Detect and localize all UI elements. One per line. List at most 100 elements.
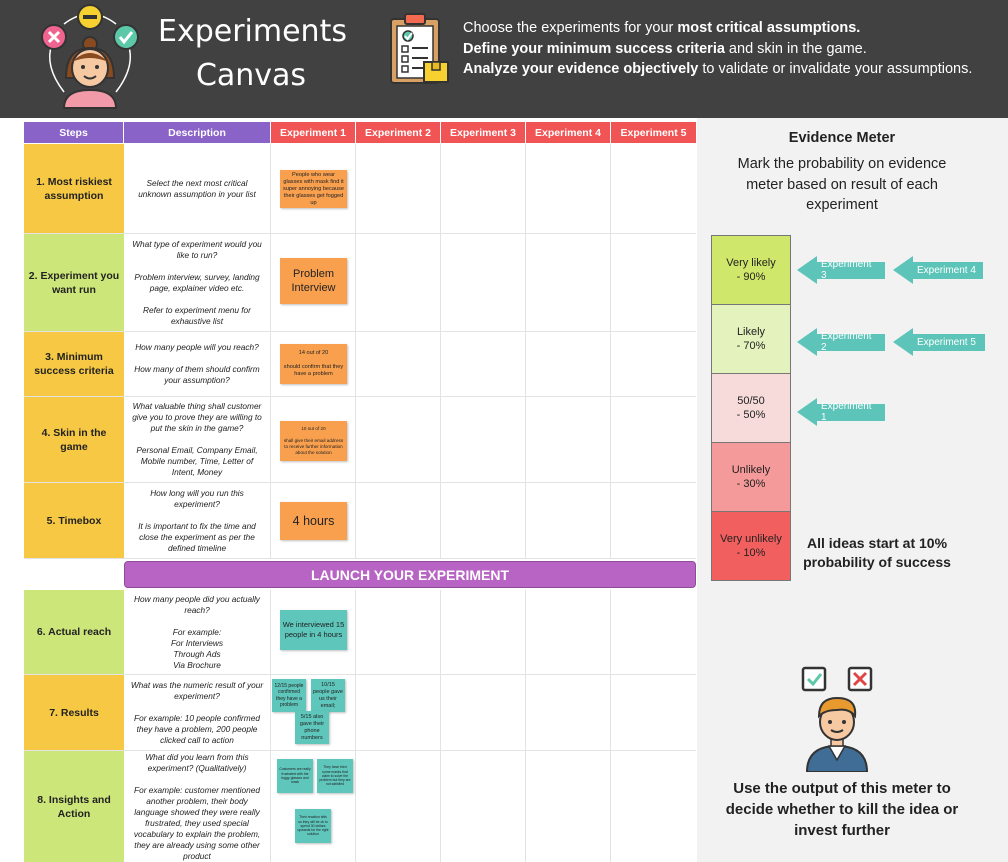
meter-level-50-50[interactable]: 50/50 - 50% xyxy=(711,373,791,443)
arrow-experiment-5[interactable]: Experiment 5 xyxy=(893,328,985,356)
meter-level-very-unlikely[interactable]: Very unlikely - 10% xyxy=(711,511,791,581)
experiment-1-cell[interactable]: 14 out of 20 should confirm that they ha… xyxy=(271,332,356,396)
instruction-line-1: Choose the experiments for your most cri… xyxy=(463,20,861,36)
experiment-2-cell[interactable] xyxy=(356,234,441,331)
sticky-note[interactable]: 4 hours xyxy=(280,502,347,540)
arrow-label: Experiment 3 xyxy=(817,259,885,281)
sticky-note[interactable]: Their reaction tells us they will be ok … xyxy=(295,809,331,843)
experiment-2-cell[interactable] xyxy=(356,590,441,674)
experiment-2-cell[interactable] xyxy=(356,483,441,558)
experiment-5-cell[interactable] xyxy=(611,234,696,331)
evidence-meter-subtitle: Mark the probability on evidence meter b… xyxy=(737,156,947,213)
arrow-head xyxy=(797,398,817,426)
table-row: 1. Most riskiest assumption Select the n… xyxy=(24,144,696,234)
sticky-note[interactable]: 14 out of 20 should confirm that they ha… xyxy=(280,344,347,384)
table-row: 8. Insights and Action What did you lear… xyxy=(24,751,696,862)
experiment-3-cell[interactable] xyxy=(441,590,526,674)
arrow-experiment-2[interactable]: Experiment 2 xyxy=(797,328,885,356)
experiment-3-cell[interactable] xyxy=(441,751,526,862)
experiment-3-cell[interactable] xyxy=(441,397,526,482)
experiment-4-cell[interactable] xyxy=(526,144,611,233)
sticky-note[interactable]: 5/15 also gave their phone numbers xyxy=(295,711,329,744)
sticky-note[interactable]: Problem Interview xyxy=(280,258,347,304)
arrow-experiment-3[interactable]: Experiment 3 xyxy=(797,256,885,284)
header-banner: Experiments Canvas Choose the experiment… xyxy=(0,0,1008,118)
experiment-5-cell[interactable] xyxy=(611,483,696,558)
experiment-1-cell[interactable]: Customers are really frustrated with the… xyxy=(271,751,356,862)
title-line-2: Canvas xyxy=(195,58,307,93)
experiment-1-cell[interactable]: 10 out of 20 shall give their email addr… xyxy=(271,397,356,482)
experiment-3-cell[interactable] xyxy=(441,332,526,396)
step-label: 8. Insights and Action xyxy=(24,751,124,862)
experiment-2-cell[interactable] xyxy=(356,675,441,750)
sticky-note[interactable]: 12/15 people confirmed they have a probl… xyxy=(272,679,306,712)
experiment-4-cell[interactable] xyxy=(526,675,611,750)
experiment-2-cell[interactable] xyxy=(356,144,441,233)
meter-level-likely[interactable]: Likely - 70% xyxy=(711,304,791,374)
decision-person-icon xyxy=(801,666,873,772)
experiment-4-cell[interactable] xyxy=(526,397,611,482)
experiment-1-cell[interactable]: 4 hours xyxy=(271,483,356,558)
experiment-2-cell[interactable] xyxy=(356,332,441,396)
experiment-3-cell[interactable] xyxy=(441,234,526,331)
table-row: 4. Skin in the game What valuable thing … xyxy=(24,397,696,483)
sticky-note[interactable]: They have tried some masks that claim to… xyxy=(317,759,353,793)
step-description: How long will you run this experiment? I… xyxy=(124,483,271,558)
sticky-note[interactable]: Customers are really frustrated with the… xyxy=(277,759,313,793)
header-experiment-2: Experiment 2 xyxy=(356,122,441,143)
canvas-title: Experiments Canvas xyxy=(158,10,347,98)
table-row: 5. Timebox How long will you run this ex… xyxy=(24,483,696,559)
title-line-1: Experiments xyxy=(158,14,347,49)
arrow-head xyxy=(893,256,913,284)
experiment-5-cell[interactable] xyxy=(611,675,696,750)
instruction-line-2: Define your minimum success criteria and… xyxy=(463,40,867,57)
experiment-1-cell[interactable]: We interviewed 15 people in 4 hours xyxy=(271,590,356,674)
experiment-5-cell[interactable] xyxy=(611,590,696,674)
sticky-note[interactable]: 10/15 people gave us their email; xyxy=(311,679,345,712)
step-label: 4. Skin in the game xyxy=(24,397,124,482)
experiment-1-cell[interactable]: People who wear glasses with mask find i… xyxy=(271,144,356,233)
header-steps: Steps xyxy=(24,122,124,143)
step-description: What type of experiment would you like t… xyxy=(124,234,271,331)
sticky-note[interactable]: We interviewed 15 people in 4 hours xyxy=(280,610,347,650)
experiment-2-cell[interactable] xyxy=(356,751,441,862)
sticky-note[interactable]: 10 out of 20 shall give their email addr… xyxy=(280,421,347,461)
table-row: 2. Experiment you want run What type of … xyxy=(24,234,696,332)
header-description: Description xyxy=(124,122,271,143)
header-experiment-1: Experiment 1 xyxy=(271,122,356,143)
experiment-4-cell[interactable] xyxy=(526,751,611,862)
step-label: 5. Timebox xyxy=(24,483,124,558)
experiment-4-cell[interactable] xyxy=(526,590,611,674)
experiment-5-cell[interactable] xyxy=(611,751,696,862)
experiment-3-cell[interactable] xyxy=(441,144,526,233)
arrow-head xyxy=(797,256,817,284)
experiment-4-cell[interactable] xyxy=(526,234,611,331)
experiment-3-cell[interactable] xyxy=(441,675,526,750)
arrow-experiment-1[interactable]: Experiment 1 xyxy=(797,398,885,426)
evidence-meter: Very likely - 90% Likely - 70% 50/50 - 5… xyxy=(711,235,791,581)
experiment-5-cell[interactable] xyxy=(611,144,696,233)
meter-level-unlikely[interactable]: Unlikely - 30% xyxy=(711,442,791,512)
table-row: 6. Actual reach How many people did you … xyxy=(24,590,696,675)
arrow-experiment-4[interactable]: Experiment 4 xyxy=(893,256,983,284)
experiment-5-cell[interactable] xyxy=(611,332,696,396)
evidence-meter-title: Evidence Meter xyxy=(788,130,896,146)
arrow-label: Experiment 1 xyxy=(817,401,885,423)
step-description: Select the next most critical unknown as… xyxy=(124,144,271,233)
experiment-4-cell[interactable] xyxy=(526,483,611,558)
instruction-line-3: Analyze your evidence objectively to val… xyxy=(463,61,973,77)
table-row: 7. Results What was the numeric result o… xyxy=(24,675,696,751)
experiment-5-cell[interactable] xyxy=(611,397,696,482)
experiment-2-cell[interactable] xyxy=(356,397,441,482)
experiment-1-cell[interactable]: Problem Interview xyxy=(271,234,356,331)
step-description: What was the numeric result of your expe… xyxy=(124,675,271,750)
experiment-3-cell[interactable] xyxy=(441,483,526,558)
step-label: 7. Results xyxy=(24,675,124,750)
experiment-4-cell[interactable] xyxy=(526,332,611,396)
sticky-note[interactable]: People who wear glasses with mask find i… xyxy=(280,170,347,208)
step-label: 2. Experiment you want run xyxy=(24,234,124,331)
header-instructions: Choose the experiments for your most cri… xyxy=(463,18,972,80)
evidence-meter-panel: Evidence Meter Mark the probability on e… xyxy=(697,118,1008,862)
meter-level-very-likely[interactable]: Very likely - 90% xyxy=(711,235,791,305)
experiment-1-cell[interactable]: 12/15 people confirmed they have a probl… xyxy=(271,675,356,750)
